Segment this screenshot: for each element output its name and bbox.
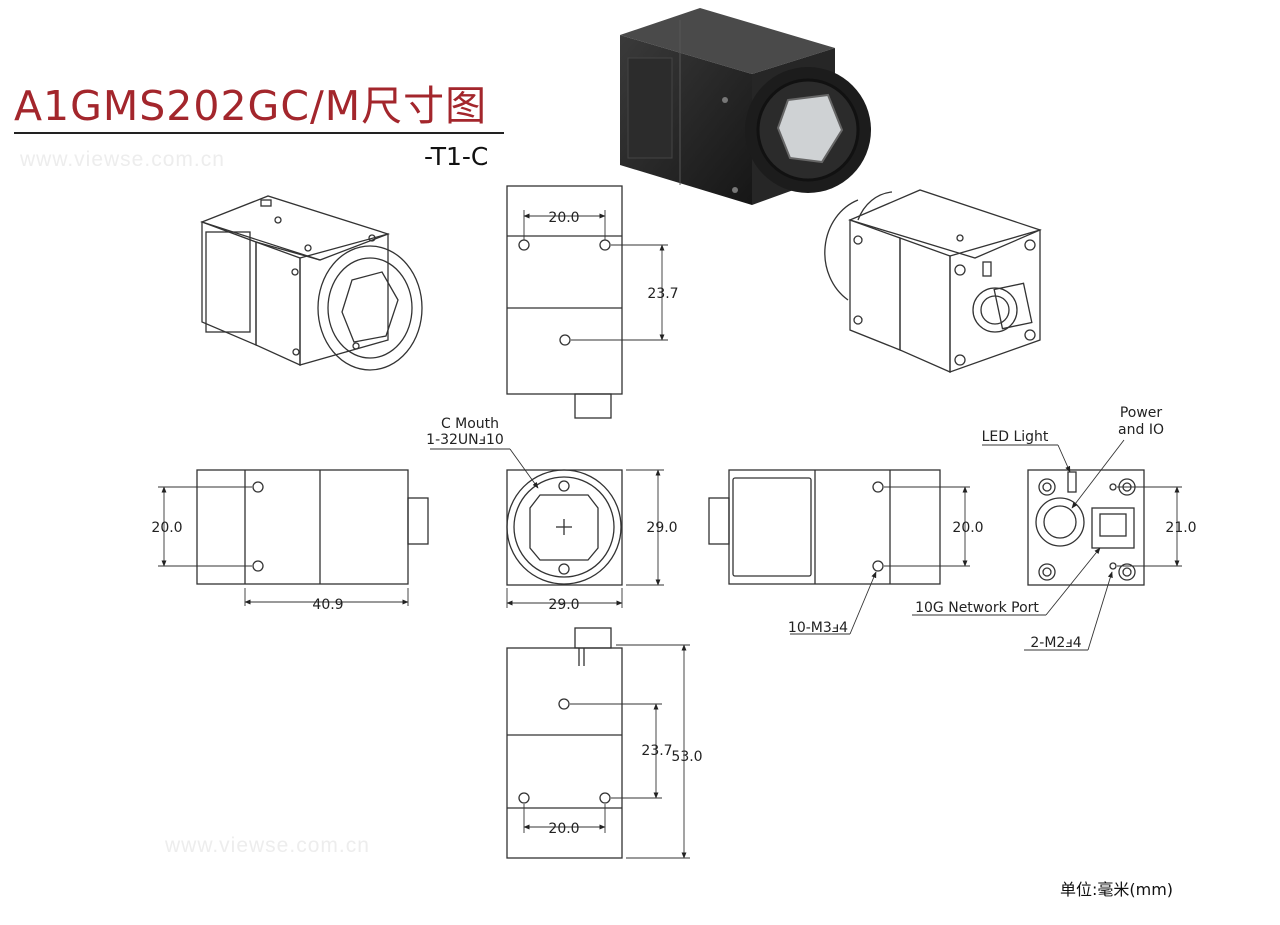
model-variant: -T1-C [424, 142, 489, 171]
iso-view-rear [824, 189, 1042, 373]
right-view: 20.0 10-M3ⅎ4 [708, 469, 984, 636]
callout-network-port: 10G Network Port [915, 600, 1039, 616]
dim-bottom-hole-spacing: 20.0 [548, 821, 579, 837]
dim-side-hole-spacing: 20.0 [151, 520, 182, 536]
left-view: 20.0 40.9 [151, 469, 429, 613]
iso-view-front [200, 195, 423, 371]
callout-m3-thread: 10-M3ⅎ4 [788, 620, 848, 636]
dim-bottom-total-length: 53.0 [671, 749, 702, 765]
watermark-bottom: www.viewse.com.cn [165, 834, 370, 857]
bottom-view: 23.7 53.0 20.0 [506, 627, 703, 859]
dim-right-hole-spacing: 20.0 [952, 520, 983, 536]
dim-rear-hole-spacing: 21.0 [1165, 520, 1196, 536]
watermark-top: www.viewse.com.cn [20, 148, 225, 171]
callout-led-light: LED Light [982, 429, 1049, 445]
top-view: 20.0 23.7 [506, 185, 679, 419]
drawing-title: A1GMS202GC/M尺寸图 [14, 82, 488, 130]
dim-bottom-hole-offset: 23.7 [641, 743, 672, 759]
dim-top-hole-spacing: 20.0 [548, 210, 579, 226]
front-view: 29.0 29.0 C Mouth 1-32UNⅎ10 [426, 416, 677, 613]
dim-front-width: 29.0 [548, 597, 579, 613]
dim-body-length: 40.9 [312, 597, 343, 613]
callout-c-mouth: C Mouth [441, 416, 499, 432]
callout-thread: 1-32UNⅎ10 [426, 432, 504, 448]
camera-photo [620, 8, 871, 205]
title-underline [14, 132, 504, 134]
callout-power-io-line2: and IO [1118, 422, 1164, 438]
dim-top-hole-offset: 23.7 [647, 286, 678, 302]
dim-front-height: 29.0 [646, 520, 677, 536]
rear-view: 21.0 LED Light Power and IO 10G Network … [912, 405, 1197, 651]
callout-m2-thread: 2-M2ⅎ4 [1030, 635, 1081, 651]
units-note: 单位:毫米(mm) [1060, 880, 1174, 899]
callout-power-io-line1: Power [1120, 405, 1163, 421]
